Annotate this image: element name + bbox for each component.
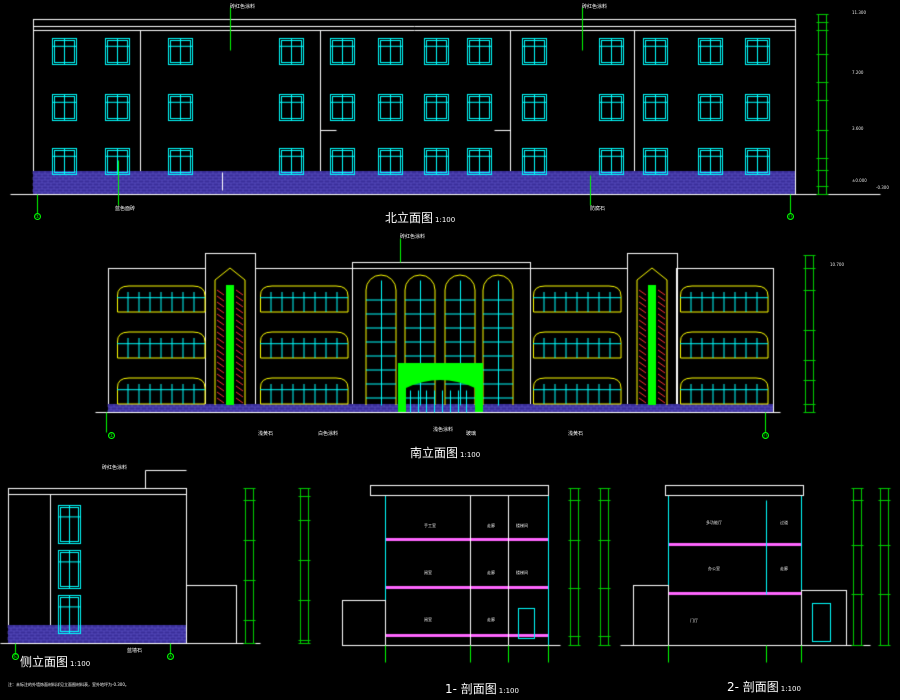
south-note-bottom-mid3: 玻璃	[466, 431, 477, 437]
sec1-room-5: 走廊	[487, 570, 495, 575]
side-footnote: 注：未标注的外墙饰面材料详见立面图材料表，室外地坪为-0.300。	[8, 682, 129, 687]
south-note-bottom-right: 浅黄石	[568, 431, 584, 437]
side-axis-right: Ⓐ	[167, 653, 174, 660]
sec2-room-1: 多功能厅	[706, 520, 722, 525]
sec2-room-3: 办公室	[708, 566, 720, 571]
sec2-room-5: 门厅	[690, 618, 698, 623]
level-4: 3.600	[852, 126, 864, 131]
sec1-room-4: 阅室	[424, 570, 432, 575]
north-note-top-right: 砖红色涂料	[582, 4, 608, 10]
side-scale: 1:100	[70, 660, 91, 668]
side-note-bottom: 蓝墙石	[127, 648, 143, 654]
sec2-title-text: 2- 剖面图	[727, 680, 779, 694]
sec2-scale: 1:100	[780, 685, 801, 693]
sec1-room-7: 阅室	[424, 617, 432, 622]
south-axis-left: ①	[108, 432, 115, 439]
north-scale: 1:100	[435, 216, 456, 224]
level-2: 10.700	[830, 262, 844, 267]
north-note-top-left: 砖红色涂料	[230, 4, 256, 10]
south-note-bottom-left: 浅黄石	[258, 431, 274, 437]
sec2-room-2: 过道	[780, 520, 788, 525]
level-6: -0.300	[876, 185, 889, 190]
south-scale: 1:100	[460, 451, 481, 459]
south-note-bottom-mid2: 浅色涂料	[433, 427, 454, 433]
south-note-bottom-mid1: 白色涂料	[318, 431, 339, 437]
sec1-room-8: 走廊	[487, 617, 495, 622]
south-title-text: 南立面图	[410, 446, 459, 460]
side-note-top: 砖红色涂料	[102, 465, 128, 471]
north-note-bottom-left: 蓝色面砖	[115, 206, 136, 212]
level-1: 11.300	[852, 10, 866, 15]
north-axis-right: ⑪	[787, 213, 794, 220]
sec1-room-3: 楼梯间	[516, 523, 528, 528]
sec1-scale: 1:100	[498, 687, 519, 695]
sec1-room-2: 走廊	[487, 523, 495, 528]
north-title-text: 北立面图	[385, 211, 434, 225]
sec2-room-4: 走廊	[780, 566, 788, 571]
sec1-room-1: 手工室	[424, 523, 436, 528]
side-axis-left: ©	[12, 653, 19, 660]
south-axis-right: ⑪	[762, 432, 769, 439]
level-3: 7.200	[852, 70, 864, 75]
sec1-room-6: 楼梯间	[516, 570, 528, 575]
north-axis-left: ①	[34, 213, 41, 220]
sec1-title-text: 1- 剖面图	[445, 682, 497, 696]
north-note-bottom-right: 防腐石	[590, 206, 606, 212]
south-note-top: 砖红色涂料	[400, 234, 426, 240]
side-title-text: 侧立面图	[20, 655, 69, 669]
level-5: ±0.000	[852, 178, 867, 183]
